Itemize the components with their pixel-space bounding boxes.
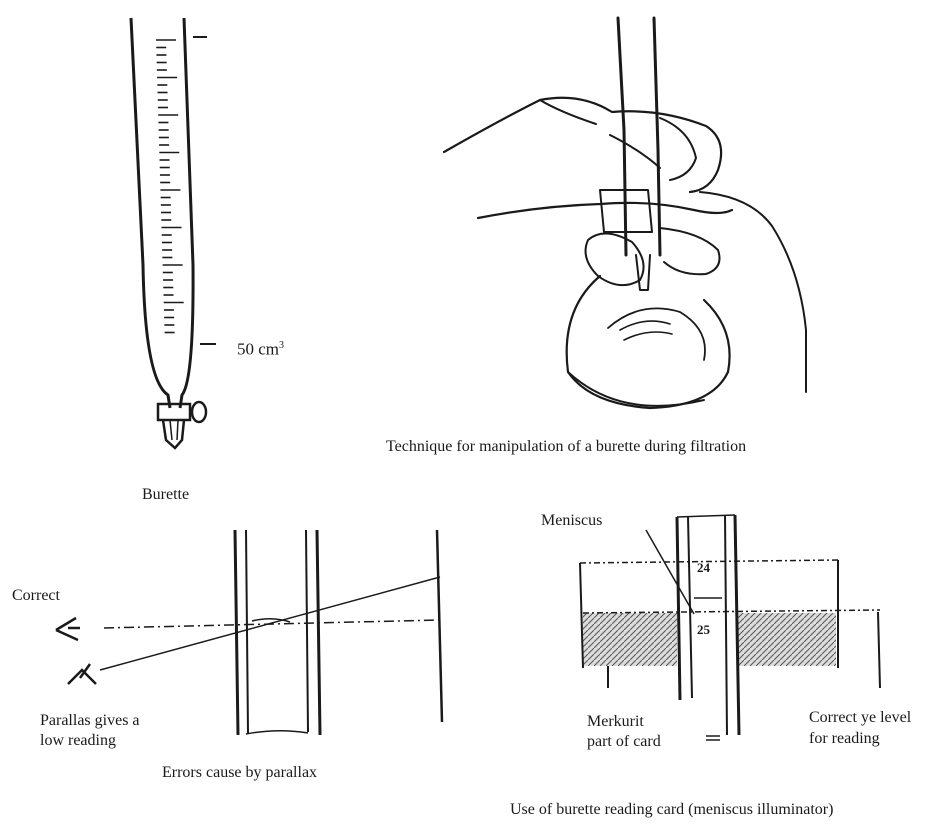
merkurit-line2: part of card — [587, 732, 661, 751]
meniscus-label: Meniscus — [541, 511, 602, 530]
parallax-note-line2: low reading — [40, 731, 116, 750]
stopcock-handle — [192, 402, 206, 422]
hand-burette-drawing — [444, 18, 806, 408]
merkurit-line1: Merkurit — [587, 712, 644, 731]
burette-drawing — [131, 18, 216, 448]
volume-unit-superscript: 3 — [279, 340, 284, 351]
burette-caption: Burette — [142, 485, 189, 504]
parallax-caption: Errors cause by parallax — [162, 763, 317, 782]
burette-tube-right — [654, 18, 660, 255]
burette-scale-marks — [156, 40, 184, 333]
mercury-right — [737, 613, 836, 666]
parallax-drawing — [56, 530, 442, 735]
filtration-caption: Technique for manipulation of a burette … — [386, 437, 746, 456]
volume-value: 50 cm — [237, 340, 279, 359]
burette-tip — [163, 420, 184, 448]
scale-mark-24: 24 — [697, 558, 710, 577]
stopcock-body — [158, 404, 190, 420]
reading-card-caption: Use of burette reading card (meniscus il… — [510, 800, 833, 819]
scale-mark-25: 25 — [697, 620, 710, 639]
burette-right-wall — [180, 18, 193, 408]
reading-card-drawing — [580, 515, 880, 740]
correct-level-line1: Correct ye level — [809, 708, 911, 727]
burette-tube-left — [618, 18, 626, 255]
correct-level-line2: for reading — [809, 729, 880, 748]
parallax-note-line1: Parallas gives a — [40, 711, 140, 730]
correct-label: Correct — [12, 586, 60, 605]
burette-volume-label: 50 cm3 — [237, 336, 284, 359]
mercury-left — [583, 613, 677, 666]
